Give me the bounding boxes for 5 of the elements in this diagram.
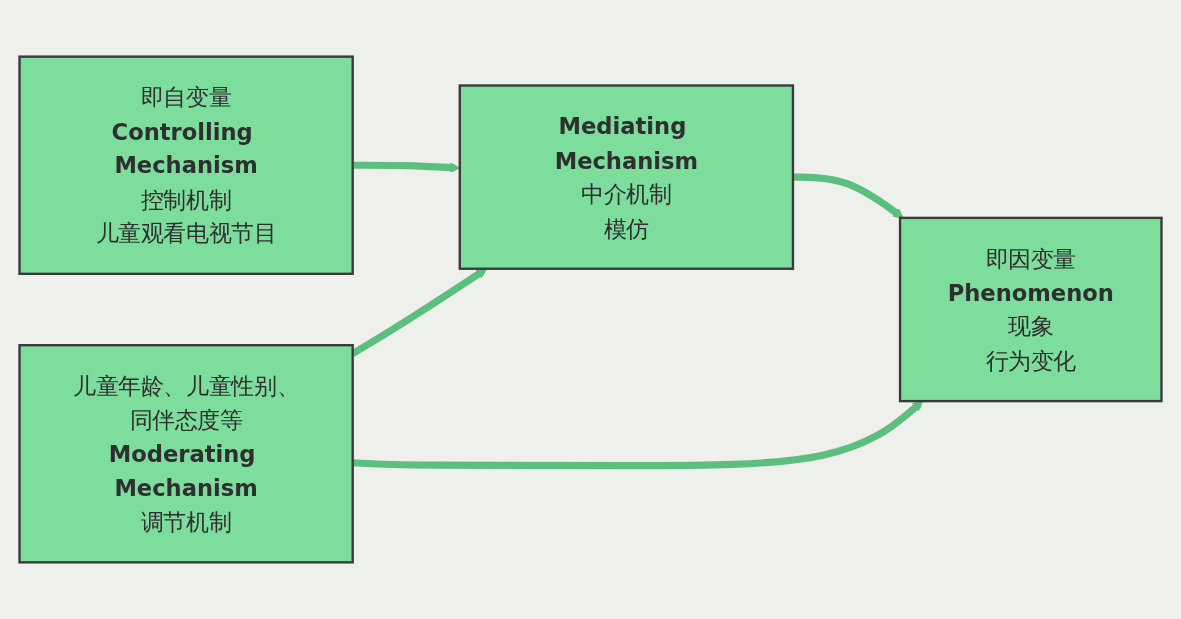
node-box: 即自变量 Controlling Mechanism 控制机制 儿童观看电视节目 [18, 55, 354, 275]
node-box: 即因变量 Phenomenon 现象 行为变化 [898, 216, 1163, 403]
arrow [792, 173, 904, 219]
node-box: 儿童年龄、儿童性别、同伴态度等 Moderating Mechanism 调节机制 [18, 344, 354, 564]
node-box: Mediating Mechanism 中介机制 模仿 [458, 84, 795, 270]
